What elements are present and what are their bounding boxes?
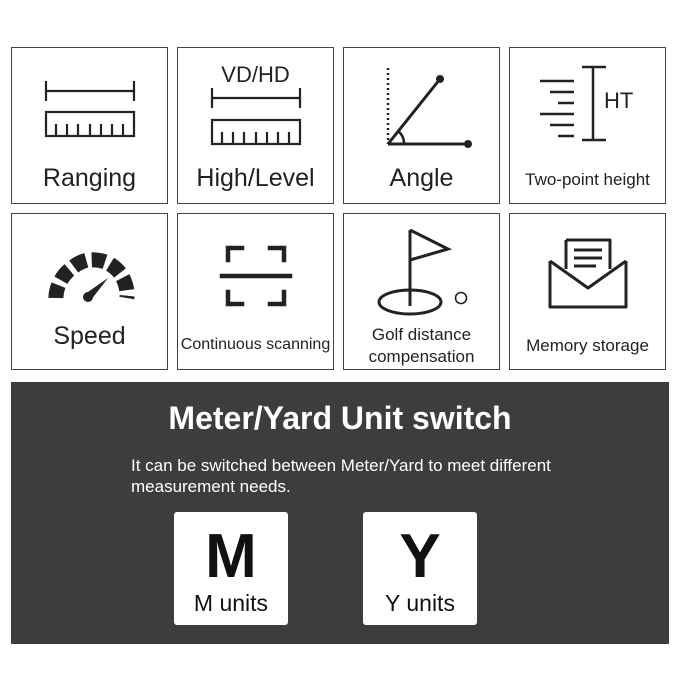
feature-tile-memory-storage: Memory storage (509, 213, 666, 370)
feature-tile-angle: Angle (343, 47, 500, 204)
unit-letter-y: Y (399, 522, 441, 591)
feature-tile-golf-compensation: Golf distance compensation (343, 213, 500, 370)
feature-label: Memory storage (526, 336, 649, 355)
feature-label: Golf distance compensation (344, 324, 499, 368)
unit-letter-m: M (205, 522, 257, 591)
two-point-height-icon-text: HT (604, 88, 634, 113)
feature-tile-ranging: Ranging (11, 47, 168, 204)
feature-tile-two-point-height: HT Two-point height (509, 47, 666, 204)
feature-label: High/Level (196, 164, 315, 192)
feature-label-line2: compensation (368, 347, 475, 366)
unit-switch-panel: Meter/Yard Unit switch It can be switche… (11, 382, 669, 644)
yard-unit-card: Y Y units (363, 512, 477, 625)
unit-label-y: Y units (385, 590, 455, 616)
angle-icon (386, 68, 472, 148)
feature-label: Ranging (42, 164, 137, 192)
ranging-icon (44, 81, 136, 138)
high-level-icon (210, 88, 302, 146)
feature-label: Continuous scanning (180, 336, 331, 353)
high-level-icon-text: VD/HD (221, 62, 290, 87)
speedometer-icon (48, 252, 135, 302)
feature-tile-high-level: VD/HD High/Level (177, 47, 334, 204)
feature-label: Two-point height (525, 170, 650, 189)
feature-tile-continuous-scanning: Continuous scanning (177, 213, 334, 370)
meter-unit-card: M M units (174, 512, 288, 625)
unit-label-m: M units (193, 590, 269, 616)
panel-title: Meter/Yard Unit switch (168, 400, 512, 436)
feature-label: Speed (53, 322, 126, 350)
feature-label: Angle (389, 164, 454, 192)
scan-frame-icon (219, 245, 293, 307)
envelope-icon (548, 238, 628, 309)
panel-description: It can be switched between Meter/Yard to… (131, 456, 551, 496)
golf-flag-icon (377, 228, 468, 316)
feature-label-line1: Golf distance (371, 325, 472, 344)
feature-tile-speed: Speed (11, 213, 168, 370)
two-point-height-icon (540, 65, 606, 142)
